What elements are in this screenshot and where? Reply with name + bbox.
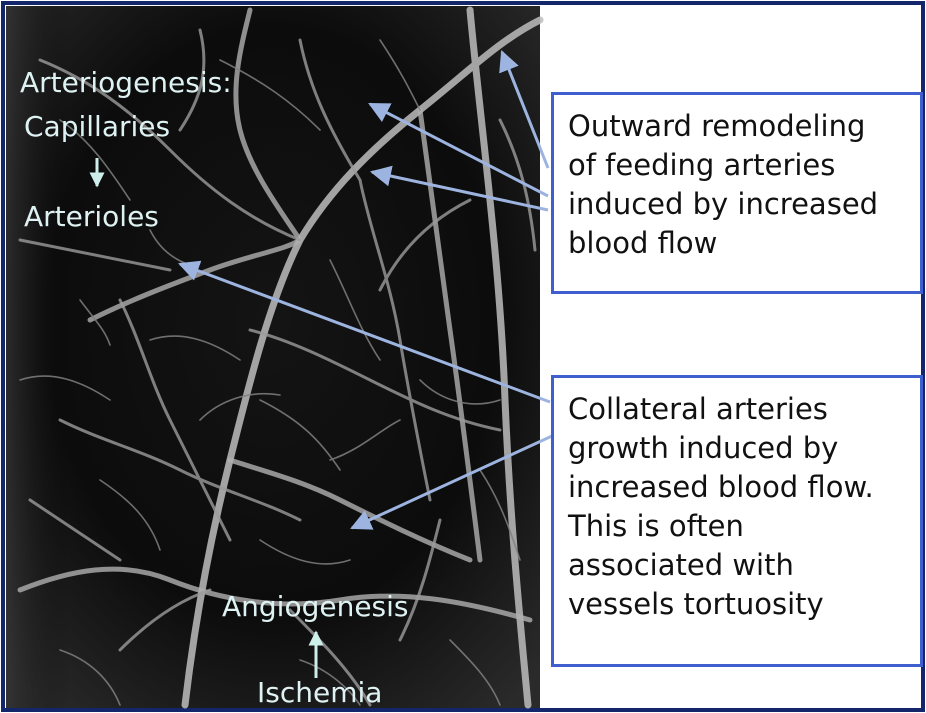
callout-line: Outward remodeling [568, 107, 906, 146]
callout-line: induced by increased [568, 185, 906, 224]
capillaries-label: Capillaries [24, 110, 170, 144]
outward-remodeling-callout: Outward remodeling of feeding arteries i… [551, 92, 923, 294]
callout-line: associated with [568, 546, 906, 585]
callout-line: of feeding arteries [568, 146, 906, 185]
arterioles-label: Arterioles [24, 200, 159, 234]
callout-line: increased blood flow. [568, 468, 906, 507]
callout-line: growth induced by [568, 429, 906, 468]
arteriogenesis-label: Arteriogenesis: [20, 66, 232, 100]
callout-line: Collateral arteries [568, 390, 906, 429]
callout-line: vessels tortuosity [568, 585, 906, 624]
angiogenesis-label: Angiogenesis [222, 590, 409, 624]
callout-line: This is often [568, 507, 906, 546]
callout-line: blood flow [568, 224, 906, 263]
collateral-growth-callout: Collateral arteries growth induced by in… [551, 375, 923, 667]
ischemia-label: Ischemia [257, 676, 382, 710]
